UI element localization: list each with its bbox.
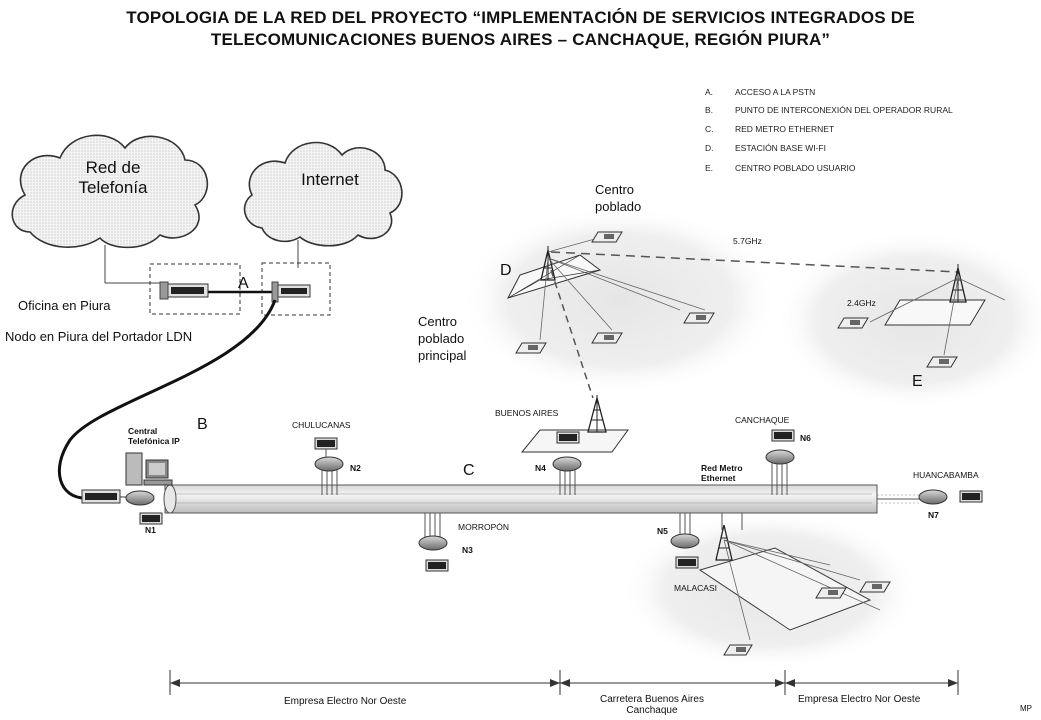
n5-station [670, 513, 891, 656]
node-n3-label: N3 [462, 545, 473, 555]
d-user-icon-4 [515, 342, 547, 354]
station-e [837, 264, 1006, 368]
n1-router-icon [81, 489, 155, 506]
malacasi-user-icon-3 [859, 581, 891, 593]
central-telefonica-label: Central Telefónica IP [128, 426, 180, 446]
label-b: B [197, 416, 208, 433]
cloud-telefonia-label-line-1: Red de [85, 158, 141, 177]
node-n2-label: N2 [350, 463, 361, 473]
node-n5-label: N5 [657, 526, 668, 536]
legend-item-a: A.ACCESO A LA PSTN [705, 87, 816, 97]
cloud-internet [243, 141, 403, 247]
author-initials: MP [1020, 704, 1032, 713]
town-morropon-label: MORROPÓN [458, 522, 509, 532]
segment-2-label-line-1: Carretera Buenos Aires [600, 694, 704, 705]
link-5-7ghz [550, 251, 959, 273]
legend-item-d: D.ESTACIÓN BASE WI-FI [705, 143, 826, 153]
central-telefonica-label-line-2: Telefónica IP [128, 436, 180, 446]
cloud-telefonia-label: Red de Telefonía [63, 158, 163, 198]
station-d [507, 231, 715, 354]
segment-1-label: Empresa Electro Nor Oeste [284, 696, 407, 707]
town-canchaque-label: CANCHAQUE [735, 415, 790, 425]
red-metro-label-line-2: Ethernet [701, 473, 736, 483]
centro-poblado-principal-label-line-3: principal [418, 348, 467, 363]
legend-item-e: E.CENTRO POBLADO USUARIO [705, 163, 856, 173]
n4-station [520, 395, 629, 495]
legend-item-c: C.RED METRO ETHERNET [705, 124, 835, 134]
e-user-icon-2 [926, 356, 958, 368]
n2-router-icon [314, 437, 344, 495]
n7-router-icon [918, 489, 983, 505]
node-n7-label: N7 [928, 510, 939, 520]
malacasi-tower-icon [715, 524, 733, 561]
e-user-icon-1 [837, 317, 869, 329]
switch-oficina-icon [159, 281, 209, 300]
buenos-aires-tower-icon [587, 395, 607, 433]
town-huancabamba-label: HUANCABAMBA [913, 470, 979, 480]
centro-poblado-label: Centro poblado [595, 181, 641, 215]
ldn-cable [57, 299, 277, 500]
diagram-title-line-2: TELECOMUNICACIONES BUENOS AIRES – CANCHA… [210, 30, 831, 49]
freq-5-7ghz-label: 5.7GHz [733, 236, 762, 246]
n6-router-icon [765, 429, 795, 495]
nodo-ldn-box [261, 262, 331, 316]
town-buenos-aires-label: BUENOS AIRES [495, 408, 559, 418]
node-n1-label: N1 [145, 525, 156, 535]
red-metro-label-line-1: Red Metro [701, 463, 743, 473]
segment-2-label-line-2: Canchaque [626, 705, 678, 716]
town-malacasi-label: MALACASI [674, 583, 717, 593]
cloud-red-de-telefonia [11, 134, 209, 249]
d-user-icon-1 [591, 231, 623, 243]
oficina-piura-box [149, 263, 241, 315]
node-n6-label: N6 [800, 433, 811, 443]
malacasi-user-icon-2 [815, 587, 847, 599]
segment-2-label: Carretera Buenos Aires Canchaque [600, 694, 704, 716]
nodo-ldn-label: Nodo en Piura del Portador LDN [5, 329, 193, 344]
label-d: D [500, 262, 512, 279]
centro-poblado-principal-label-line-1: Centro [418, 314, 458, 329]
cloud-telefonia-label-line-2: Telefonía [78, 178, 148, 197]
node-n4-label: N4 [535, 463, 546, 473]
red-metro-ethernet-label: Red Metro Ethernet [701, 463, 743, 483]
centro-poblado-principal-label: Centro poblado principal [418, 313, 466, 364]
label-c: C [463, 462, 475, 479]
centro-poblado-label-line-2: poblado [595, 199, 642, 214]
link-d-buenos-aires [550, 269, 594, 399]
n3-router-icon [418, 513, 449, 572]
centro-poblado-principal-label-line-2: poblado [418, 331, 465, 346]
oficina-label: Oficina en Piura [18, 298, 111, 313]
d-user-icon-2 [683, 312, 715, 324]
malacasi-user-icon-1 [723, 644, 753, 656]
central-telefonica-ip-icon [125, 452, 173, 486]
d-user-icon-3 [591, 332, 623, 344]
cloud-internet-label: Internet [301, 170, 359, 189]
segment-3-label: Empresa Electro Nor Oeste [798, 694, 921, 705]
town-chulucanas-label: CHULUCANAS [292, 420, 351, 430]
diagram-title-line-1: TOPOLOGIA DE LA RED DEL PROYECTO “IMPLEM… [126, 8, 915, 27]
label-e: E [912, 373, 923, 390]
freq-2-4ghz-label: 2.4GHz [847, 298, 876, 308]
segment-dimensions [169, 670, 959, 695]
switch-nodo-icon [271, 281, 311, 303]
central-telefonica-label-line-1: Central [128, 426, 158, 436]
metro-ethernet-pipe [163, 484, 920, 514]
centro-poblado-label-line-1: Centro [595, 182, 635, 197]
legend-item-b: B.PUNTO DE INTERCONEXIÓN DEL OPERADOR RU… [705, 105, 953, 115]
label-a: A [238, 275, 249, 292]
n1-switch-icon [139, 512, 163, 525]
